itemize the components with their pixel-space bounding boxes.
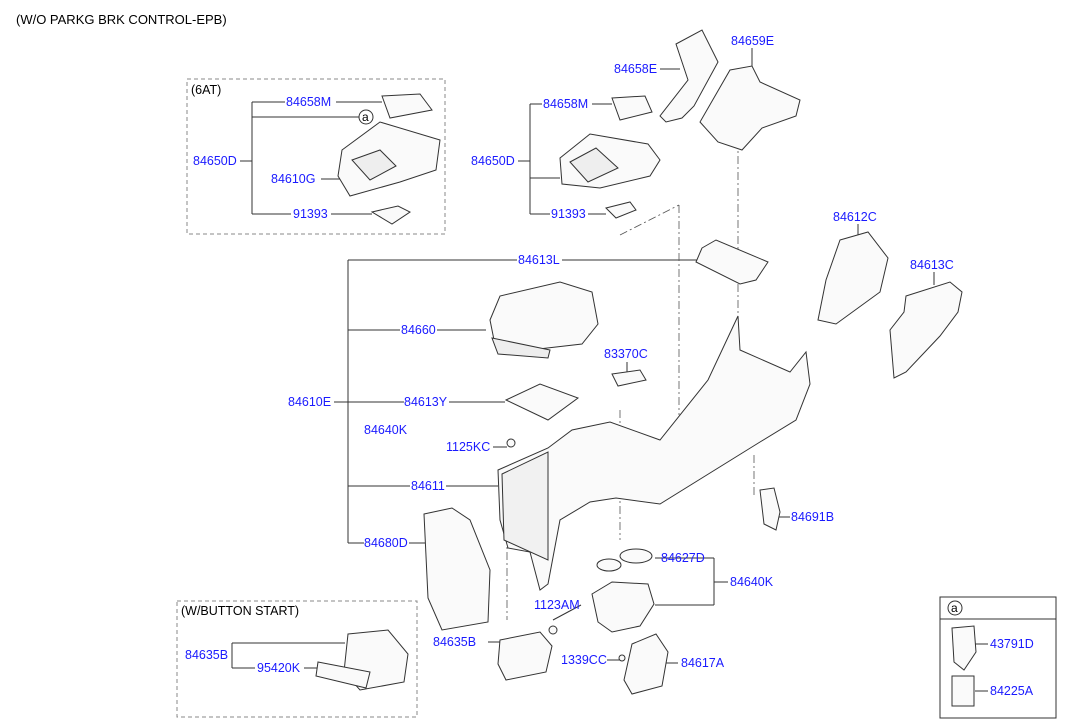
part-label-84659E[interactable]: 84659E: [731, 34, 775, 48]
leader-lines: [231, 48, 988, 692]
part-label-84658E[interactable]: 84658E: [614, 62, 658, 76]
part-label-84635B[interactable]: 84635B: [433, 635, 477, 649]
part-label-84612C[interactable]: 84612C: [833, 210, 877, 224]
part-label-84658M[interactable]: 84658M: [286, 95, 332, 109]
part-label-84658M[interactable]: 84658M: [543, 97, 589, 111]
part-label-91393[interactable]: 91393: [551, 207, 586, 221]
part-label-1123AM[interactable]: 1123AM: [534, 598, 580, 612]
part-label-84225A[interactable]: 84225A: [990, 684, 1034, 698]
part-label-84617A[interactable]: 84617A: [681, 656, 725, 670]
part-label-84613L[interactable]: 84613L: [518, 253, 560, 267]
part-label-84640K[interactable]: 84640K: [364, 423, 408, 437]
diagram-title: (W/O PARKG BRK CONTROL-EPB): [16, 12, 227, 27]
part-label-84610G[interactable]: 84610G: [271, 172, 316, 186]
part-label-84650D[interactable]: 84650D: [471, 154, 515, 168]
part-label-1339CC[interactable]: 1339CC: [561, 653, 607, 667]
part-label-84613C[interactable]: 84613C: [910, 258, 954, 272]
part-label-84691B[interactable]: 84691B: [791, 510, 835, 524]
part-label-84611[interactable]: 84611: [411, 479, 445, 493]
part-label-84610E[interactable]: 84610E: [288, 395, 332, 409]
part-label-84660[interactable]: 84660: [401, 323, 436, 337]
part-label-43791D[interactable]: 43791D: [990, 637, 1034, 651]
part-label-84680D[interactable]: 84680D: [364, 536, 408, 550]
part-label-84640K[interactable]: 84640K: [730, 575, 774, 589]
part-label-84635B[interactable]: 84635B: [185, 648, 229, 662]
box-a-label: a: [951, 601, 958, 615]
box-a-marker: [947, 600, 963, 616]
part-label-91393[interactable]: 91393: [293, 207, 328, 221]
box-6at-label: (6AT): [191, 83, 222, 97]
part-label-84627D[interactable]: 84627D: [661, 551, 705, 565]
box-6at: [186, 78, 446, 235]
part-label-84613Y[interactable]: 84613Y: [404, 395, 448, 409]
box-button-label: (W/BUTTON START): [181, 604, 300, 618]
part-label-95420K[interactable]: 95420K: [257, 661, 301, 675]
marker-a-label: a: [362, 110, 369, 124]
box-button-start: [176, 600, 418, 718]
part-label-83370C[interactable]: 83370C: [604, 347, 648, 361]
box-a: [939, 596, 1057, 719]
part-shapes: [315, 29, 977, 707]
part-label-84650D[interactable]: 84650D: [193, 154, 237, 168]
part-label-1125KC[interactable]: 1125KC: [446, 440, 491, 454]
